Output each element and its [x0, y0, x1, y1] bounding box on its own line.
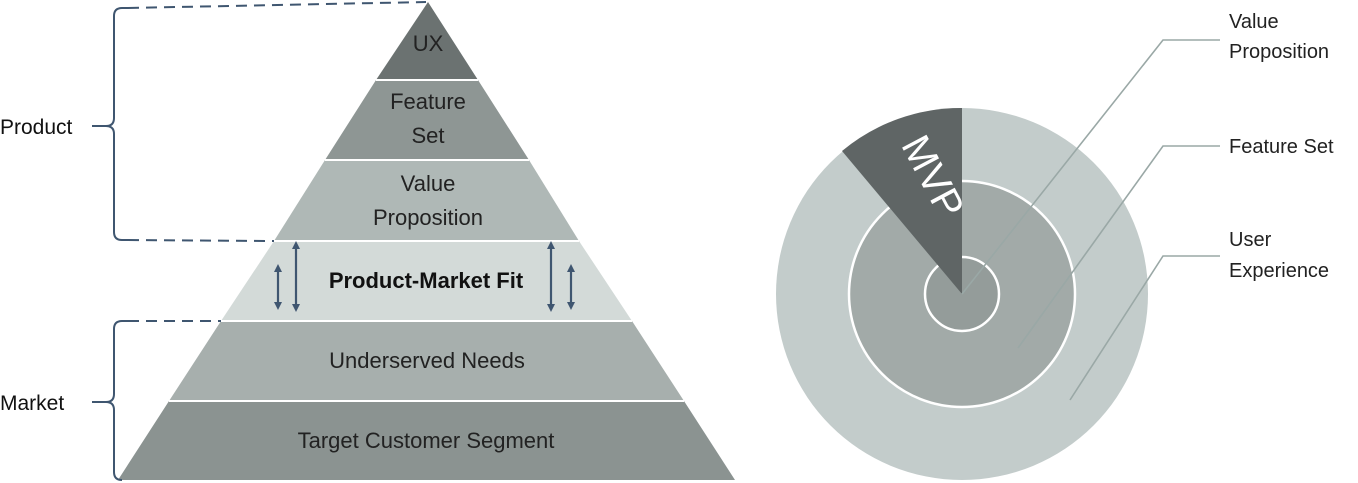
leader-feature-set — [1017, 145, 1220, 349]
label-user-experience-line1: User — [1229, 229, 1272, 251]
fit-arrows — [274, 241, 575, 312]
pyramid-layer-ux — [376, 2, 478, 80]
bracket-label-market: Market — [0, 392, 64, 415]
bracket-label-product: Product — [0, 116, 73, 139]
layer-label-product-market-fit: Product-Market Fit — [329, 268, 524, 293]
leader-user-experience — [1069, 255, 1220, 401]
label-value-proposition-line1: Value — [1229, 11, 1279, 33]
layer-label-value-proposition-line2: Proposition — [373, 205, 483, 230]
mvp-circle-diagram: MVP Value Proposition Feature Set User E… — [776, 11, 1334, 480]
layer-label-underserved-needs: Underserved Needs — [329, 348, 525, 373]
pyramid-layer-underserved-needs — [169, 321, 684, 401]
layer-label-feature-set-line2: Set — [411, 123, 444, 148]
label-value-proposition-line2: Proposition — [1229, 41, 1329, 63]
label-user-experience-line2: Experience — [1229, 260, 1329, 282]
pyramid: UX Feature Set Value Proposition Product… — [118, 2, 735, 480]
mvp-wedge — [842, 107, 962, 294]
layer-label-feature-set-line1: Feature — [390, 89, 466, 114]
pyramid-layer-value-proposition — [274, 160, 579, 241]
layer-label-target-customer-segment: Target Customer Segment — [298, 428, 555, 453]
layer-label-value-proposition-line1: Value — [401, 171, 456, 196]
pyramid-layer-product-market-fit — [221, 241, 632, 321]
layer-label-ux: UX — [413, 31, 444, 56]
product-bracket — [92, 1, 427, 242]
pyramid-separators — [169, 79, 684, 402]
leader-lines — [961, 39, 1220, 401]
label-feature-set: Feature Set — [1229, 136, 1334, 158]
leader-value-proposition — [961, 39, 1220, 295]
pyramid-layer-feature-set — [325, 80, 529, 160]
pyramid-layer-target-customer-segment — [118, 401, 735, 480]
market-bracket — [92, 320, 221, 481]
